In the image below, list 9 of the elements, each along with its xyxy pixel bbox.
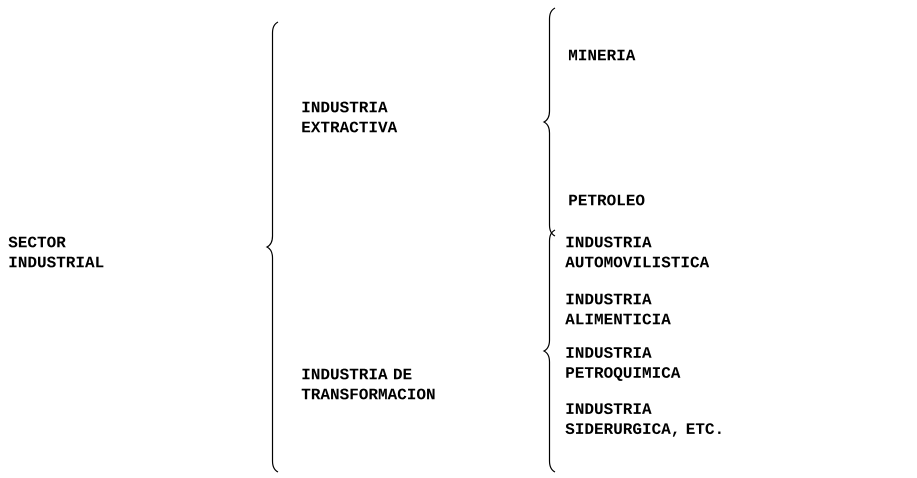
category-label: SECTOR INDUSTRIAL <box>8 236 104 268</box>
category-label: INDUSTRIA DE TRANSFORMACION <box>302 368 435 400</box>
category-label: INDUSTRIA ALIMENTICIA <box>565 294 671 324</box>
category-label: INDUSTRIA SIDERURGICA, ETC. <box>566 403 720 437</box>
category-label: PETROLEO <box>569 194 644 206</box>
category-label: INDUSTRIA EXTRACTIVA <box>302 102 398 132</box>
category-label: INDUSTRIA PETROQUIMICA <box>566 347 680 381</box>
category-label: MINERIA <box>568 50 636 60</box>
category-label: INDUSTRIA AUTOMOVILISTICA <box>565 236 710 268</box>
